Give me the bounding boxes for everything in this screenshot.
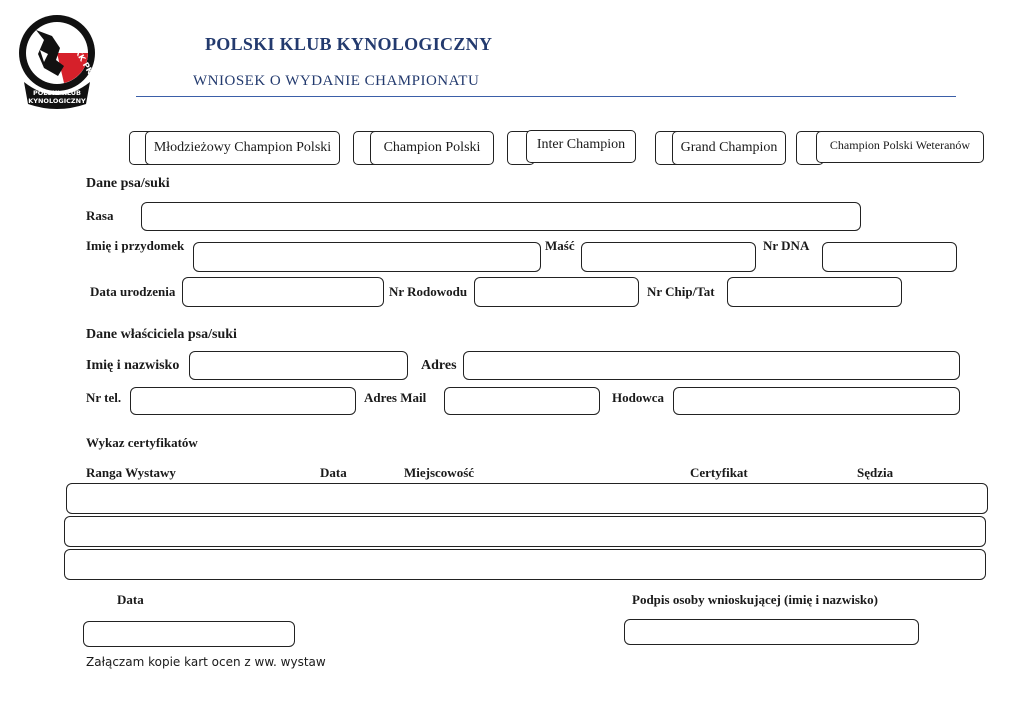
sign-date-label: Data bbox=[117, 592, 144, 607]
pkk-logo: PKK PKK POLSKI KLUB KYNOLOGICZNY bbox=[14, 10, 100, 110]
option-label: Champion Polski Weteranów bbox=[829, 138, 971, 152]
certificate-row[interactable] bbox=[64, 549, 986, 580]
dog-section-heading: Dane psa/suki bbox=[86, 176, 170, 191]
column-judge: Sędzia bbox=[857, 465, 894, 480]
certificate-row[interactable] bbox=[64, 516, 986, 547]
sign-date-field[interactable] bbox=[83, 621, 295, 647]
option-grand-champion[interactable]: Grand Champion bbox=[672, 131, 786, 165]
page-subtitle: WNIOSEK O WYDANIE CHAMPIONATU bbox=[193, 73, 480, 89]
dog-name-field[interactable] bbox=[193, 242, 541, 272]
email-field[interactable] bbox=[444, 387, 600, 415]
attachment-note: Załączam kopie kart ocen z ww. wystaw bbox=[86, 655, 326, 669]
signature-field[interactable] bbox=[624, 619, 919, 645]
owner-section-heading: Dane właściciela psa/suki bbox=[86, 327, 237, 342]
option-label: Młodzieżowy Champion Polski bbox=[153, 140, 332, 155]
pedigree-label: Nr Rodowodu bbox=[389, 284, 468, 299]
owner-name-label: Imię i nazwisko bbox=[86, 358, 180, 373]
certificate-row[interactable] bbox=[66, 483, 988, 514]
chip-label: Nr Chip/Tat bbox=[647, 284, 715, 299]
address-label: Adres bbox=[421, 358, 457, 373]
kennel-label: Hodowca bbox=[612, 390, 664, 405]
option-champion-polski[interactable]: Champion Polski bbox=[370, 131, 494, 165]
column-date: Data bbox=[320, 465, 347, 480]
option-label: Champion Polski bbox=[383, 140, 481, 155]
option-mlodziezowy-champion-polski[interactable]: Młodzieżowy Champion Polski bbox=[145, 131, 340, 165]
kennel-field[interactable] bbox=[673, 387, 960, 415]
dna-label: Nr DNA bbox=[763, 238, 810, 253]
color-field[interactable] bbox=[581, 242, 756, 272]
email-label: Adres Mail bbox=[364, 390, 427, 405]
certificates-heading: Wykaz certyfikatów bbox=[86, 435, 198, 450]
option-label: Inter Champion bbox=[536, 137, 626, 152]
logo-graphic: PKK PKK POLSKI KLUB KYNOLOGICZNY bbox=[19, 15, 98, 109]
address-field[interactable] bbox=[463, 351, 960, 380]
option-label: Grand Champion bbox=[680, 140, 778, 155]
breed-label: Rasa bbox=[86, 208, 114, 223]
logo-text-2: KYNOLOGICZNY bbox=[28, 97, 86, 105]
color-label: Maść bbox=[545, 238, 575, 253]
phone-field[interactable] bbox=[130, 387, 356, 415]
logo-text-1: POLSKI KLUB bbox=[33, 89, 81, 97]
column-rank: Ranga Wystawy bbox=[86, 465, 176, 480]
dna-field[interactable] bbox=[822, 242, 957, 272]
breed-field[interactable] bbox=[141, 202, 861, 231]
name-label: Imię i przydomek bbox=[86, 238, 185, 253]
phone-label: Nr tel. bbox=[86, 390, 122, 405]
option-inter-champion[interactable]: Inter Champion bbox=[526, 130, 636, 163]
column-place: Miejscowość bbox=[404, 465, 475, 480]
page-title: POLSKI KLUB KYNOLOGICZNY bbox=[205, 34, 493, 54]
pedigree-field[interactable] bbox=[474, 277, 639, 307]
option-champion-polski-weteranow[interactable]: Champion Polski Weteranów bbox=[816, 131, 984, 163]
header-divider bbox=[136, 96, 956, 97]
column-certificate: Certyfikat bbox=[690, 465, 748, 480]
chip-field[interactable] bbox=[727, 277, 902, 307]
birth-date-field[interactable] bbox=[182, 277, 384, 307]
birth-date-label: Data urodzenia bbox=[90, 284, 176, 299]
signature-label: Podpis osoby wnioskującej (imię i nazwis… bbox=[632, 592, 878, 607]
owner-name-field[interactable] bbox=[189, 351, 408, 380]
